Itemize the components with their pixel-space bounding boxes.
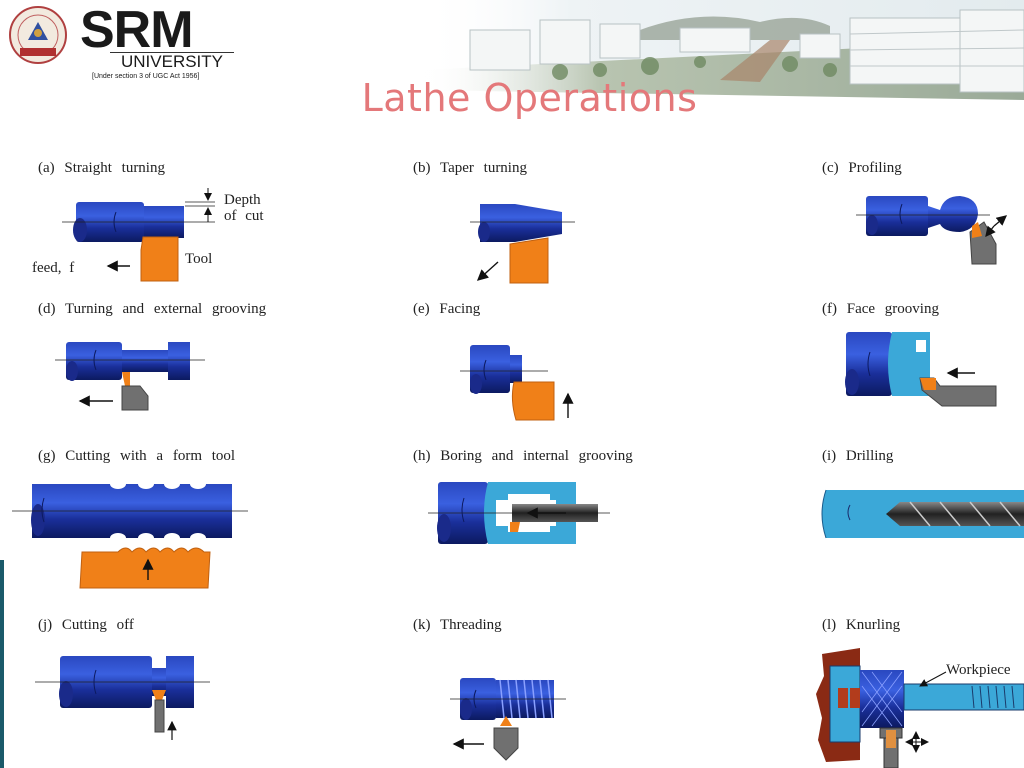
label-drilling: (i) Drilling [822,448,894,464]
annotation-of-cut: of cut [224,208,264,224]
annotation-depth: Depth [224,192,261,208]
annotation-tool: Tool [185,251,212,267]
header-campus-banner [9,0,1024,100]
diagram-knurling: Workpiece [816,648,1024,768]
label-turning-grooving: (d) Turning and external grooving [38,301,267,317]
diagram-profiling [856,196,1007,265]
annotation-workpiece: Workpiece [946,662,1011,678]
label-knurling: (l) Knurling [822,617,901,633]
label-straight-turning: (a) Straight turning [38,160,165,176]
diagram-cutting-off [35,656,210,740]
logo-sub-text: UNIVERSITY [110,52,234,71]
label-taper-turning: (b) Taper turning [413,160,527,176]
side-accent-bar [0,560,4,768]
label-facing: (e) Facing [413,301,481,317]
diagram-boring-internal-grooving [428,482,610,544]
diagram-straight-turning: Depth of cut Tool feed, f [32,188,264,282]
label-profiling: (c) Profiling [822,160,902,176]
diagram-threading [450,678,566,761]
label-threading: (k) Threading [413,617,502,633]
university-seal-icon [9,6,67,64]
label-form-tool: (g) Cutting with a form tool [38,448,236,464]
diagram-turning-external-grooving [55,342,205,411]
page-title: Lathe Operations [361,76,698,120]
label-boring: (h) Boring and internal grooving [413,448,633,464]
diagram-facing [460,345,574,421]
diagram-form-tool-cutting [12,479,248,589]
diagram-drilling [821,489,1024,539]
annotation-feed: feed, f [32,260,74,276]
diagram-taper-turning [470,204,575,284]
university-logo: SRM UNIVERSITY [Under section 3 of UGC A… [80,1,234,80]
label-face-grooving: (f) Face grooving [822,301,939,317]
header: SRM UNIVERSITY [Under section 3 of UGC A… [0,0,1024,140]
logo-main-text: SRM [80,1,194,59]
logo-note-text: [Under section 3 of UGC Act 1956] [92,73,200,80]
label-cutting-off: (j) Cutting off [38,617,134,633]
diagram-face-grooving [845,332,997,407]
